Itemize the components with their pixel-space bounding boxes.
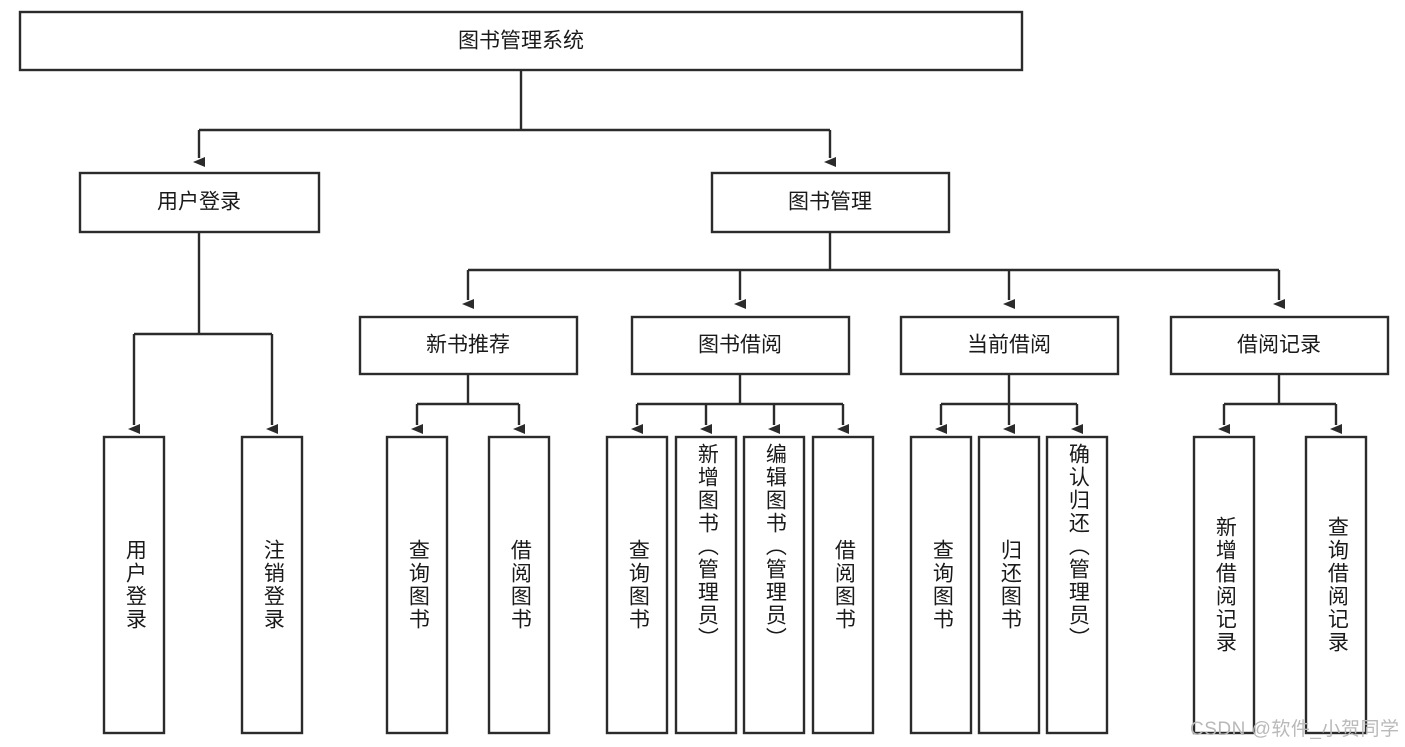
node-book-manage[interactable] xyxy=(710,171,951,234)
node-borrow-record[interactable] xyxy=(1169,315,1390,376)
node-root-label: 图书管理系统 xyxy=(458,30,584,53)
node-leaf-confirm-return[interactable] xyxy=(1045,435,1109,735)
node-current-borrow[interactable] xyxy=(899,315,1120,376)
node-new-book-recommend[interactable] xyxy=(358,315,579,376)
node-book-borrow[interactable] xyxy=(630,315,851,376)
edge-group xyxy=(128,70,1342,434)
node-leaf-edit-book[interactable] xyxy=(742,435,806,735)
node-leaf-borrow-book-2[interactable] xyxy=(811,435,875,735)
node-user-login-label: 用户登录 xyxy=(157,191,241,214)
node-leaf-add-record[interactable] xyxy=(1192,435,1256,735)
node-leaf-query-book-2[interactable] xyxy=(605,435,669,735)
node-new-book-recommend-label: 新书推荐 xyxy=(426,334,510,357)
node-leaf-return-book[interactable] xyxy=(977,435,1041,735)
node-book-manage-label: 图书管理 xyxy=(788,191,872,214)
node-current-borrow-label: 当前借阅 xyxy=(967,334,1051,357)
node-user-login[interactable] xyxy=(78,171,321,234)
node-leaf-logout-login[interactable] xyxy=(240,435,304,735)
node-leaf-query-book-3[interactable] xyxy=(909,435,973,735)
node-root[interactable] xyxy=(18,10,1024,72)
node-leaf-query-record[interactable] xyxy=(1304,435,1368,735)
node-leaf-add-book[interactable] xyxy=(674,435,738,735)
node-leaf-query-book-1[interactable] xyxy=(385,435,449,735)
node-borrow-record-label: 借阅记录 xyxy=(1237,334,1321,357)
node-book-borrow-label: 图书借阅 xyxy=(698,334,782,357)
node-leaf-borrow-book-1[interactable] xyxy=(487,435,551,735)
node-group: 图书管理系统 用户登录 图书管理 新书推荐 图书借阅 当前借阅 借阅记录 xyxy=(18,10,1390,735)
node-leaf-user-login[interactable] xyxy=(102,435,166,735)
csdn-watermark: CSDN @软件_小贺同学 xyxy=(1190,719,1400,740)
